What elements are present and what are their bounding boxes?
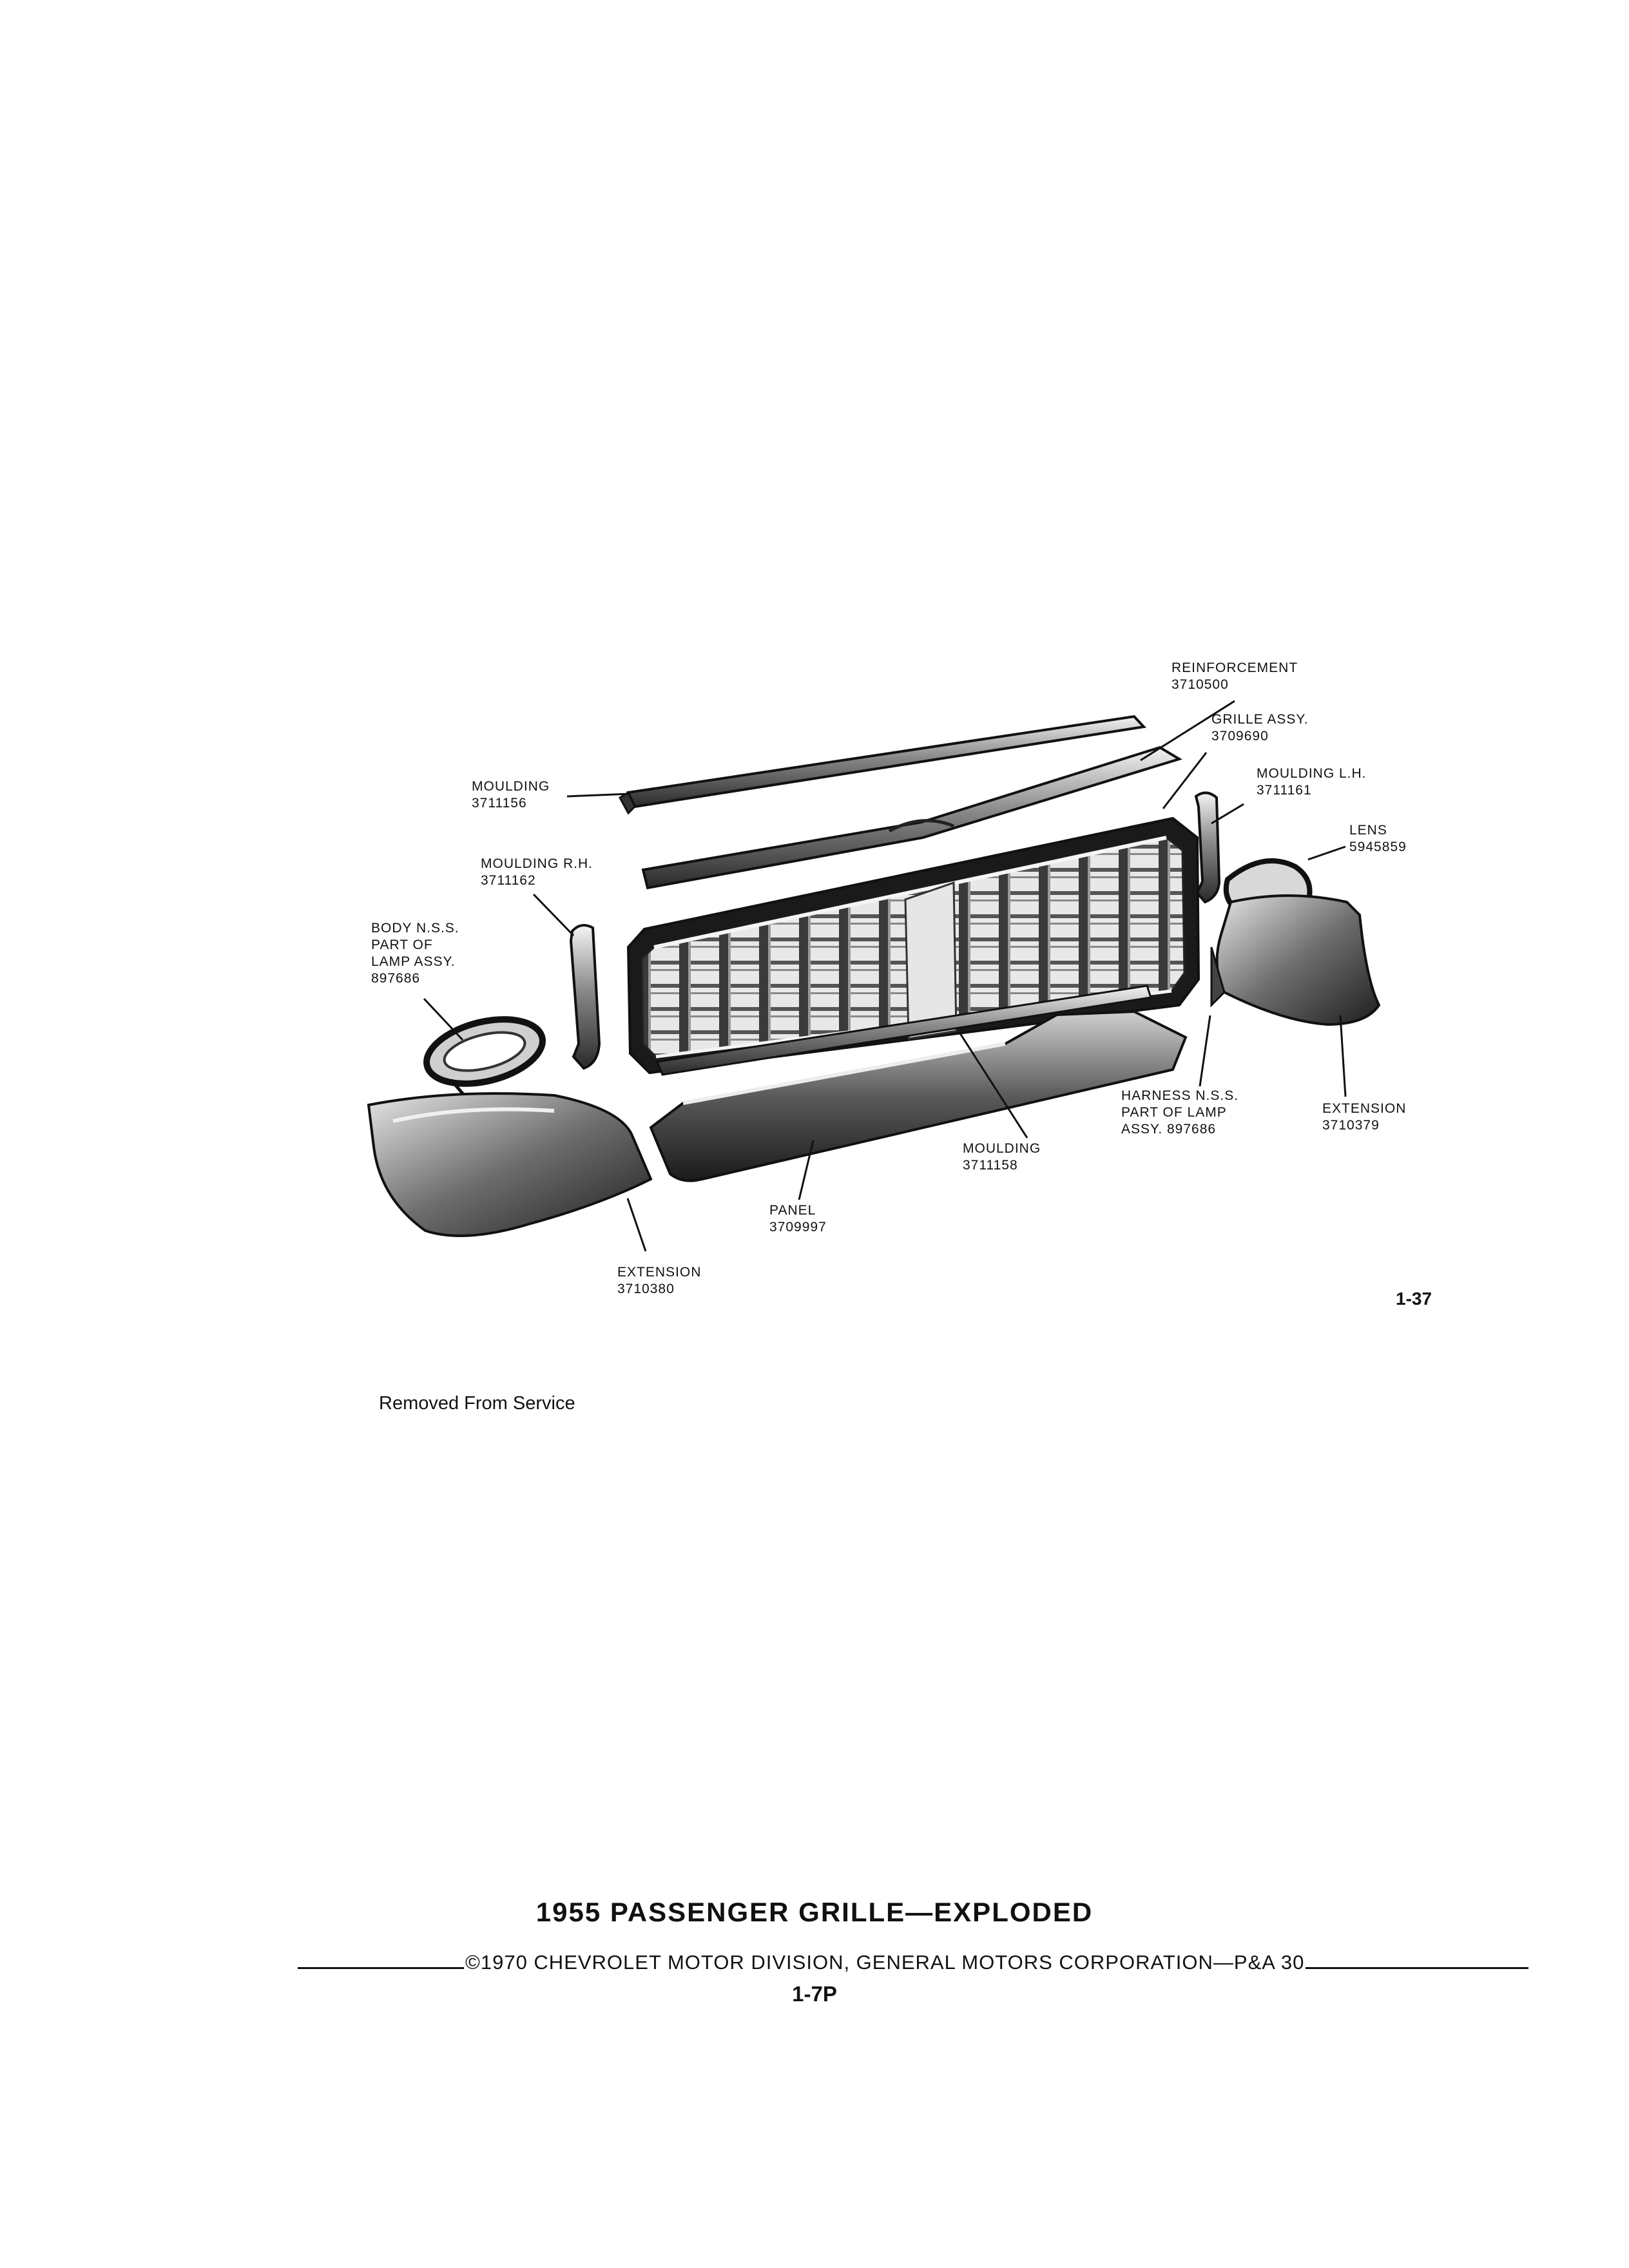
callout-line: PART OF LAMP <box>1121 1105 1227 1120</box>
callout-name: LENS <box>1349 823 1387 838</box>
footer-rule-right <box>1306 1967 1528 1969</box>
callout-body: BODY N.S.S. PART OF LAMP ASSY. 897686 <box>371 920 459 987</box>
callout-panel: PANEL 3709997 <box>769 1202 827 1236</box>
callout-name: MOULDING <box>963 1141 1041 1156</box>
page-number: 1-7P <box>792 1982 837 2006</box>
callout-part-number: 5945859 <box>1349 840 1407 854</box>
callout-part-number: 3711158 <box>963 1158 1018 1173</box>
callout-name: EXTENSION <box>617 1265 702 1280</box>
copyright-footer: ©1970 CHEVROLET MOTOR DIVISION, GENERAL … <box>298 1945 1528 1974</box>
left-extension-part <box>367 1092 653 1237</box>
callout-part-number: 3709690 <box>1211 729 1269 744</box>
callout-reinforcement: REINFORCEMENT 3710500 <box>1171 660 1298 693</box>
panel-part <box>649 1010 1188 1182</box>
callout-extension-left: EXTENSION 3710380 <box>617 1264 701 1298</box>
footer-rule-left <box>298 1967 464 1969</box>
callout-name: EXTENSION <box>1322 1101 1407 1116</box>
callout-line: ASSY. 897686 <box>1121 1122 1217 1137</box>
callout-moulding-top: MOULDING 3711156 <box>472 778 550 812</box>
callout-part-number: 3711161 <box>1257 783 1312 798</box>
callout-lens: LENS 5945859 <box>1349 822 1407 856</box>
callout-part-number: 3710379 <box>1322 1118 1380 1133</box>
callout-part-number: 3710380 <box>617 1282 675 1296</box>
figure-number: 1-37 <box>1396 1289 1432 1309</box>
callout-moulding-lower: MOULDING 3711158 <box>963 1140 1041 1174</box>
reinforcement-part <box>619 715 1147 815</box>
callout-extension-right: EXTENSION 3710379 <box>1322 1100 1406 1134</box>
leader-lines <box>423 700 1347 1252</box>
callout-part-number: 3711162 <box>481 873 536 888</box>
callout-name: MOULDING L.H. <box>1257 766 1367 781</box>
lamp-body-part <box>423 1016 546 1111</box>
lh-moulding-part <box>1194 791 1221 904</box>
callout-name: PANEL <box>769 1203 816 1218</box>
page-title: 1955 PASSENGER GRILLE—EXPLODED <box>535 1897 1094 1927</box>
callout-line: HARNESS N.S.S. <box>1121 1088 1239 1103</box>
service-notice: Removed From Service <box>379 1393 575 1414</box>
callout-part-number: 3710500 <box>1171 677 1229 692</box>
callout-line: LAMP ASSY. <box>371 954 456 969</box>
callout-name: GRILLE ASSY. <box>1211 712 1309 727</box>
callout-line: BODY N.S.S. <box>371 921 459 936</box>
upper-moulding-part <box>641 745 1182 890</box>
callout-name: MOULDING <box>472 779 550 794</box>
copyright-text: ©1970 CHEVROLET MOTOR DIVISION, GENERAL … <box>465 1951 1305 1974</box>
callout-line: PART OF <box>371 937 433 952</box>
lower-moulding-part <box>655 985 1152 1076</box>
rh-moulding-part <box>569 924 601 1070</box>
callout-grille-assy: GRILLE ASSY. 3709690 <box>1211 711 1309 745</box>
callout-moulding-rh: MOULDING R.H. 3711162 <box>481 856 593 889</box>
right-extension-part <box>1210 894 1381 1026</box>
callout-moulding-lh: MOULDING L.H. 3711161 <box>1257 765 1367 799</box>
callout-harness: HARNESS N.S.S. PART OF LAMP ASSY. 897686 <box>1121 1088 1239 1138</box>
callout-name: REINFORCEMENT <box>1171 660 1298 675</box>
callout-part-number: 3711156 <box>472 796 527 811</box>
callout-name: MOULDING R.H. <box>481 856 593 871</box>
callout-part-number: 897686 <box>371 971 421 986</box>
callout-part-number: 3709997 <box>769 1220 827 1235</box>
